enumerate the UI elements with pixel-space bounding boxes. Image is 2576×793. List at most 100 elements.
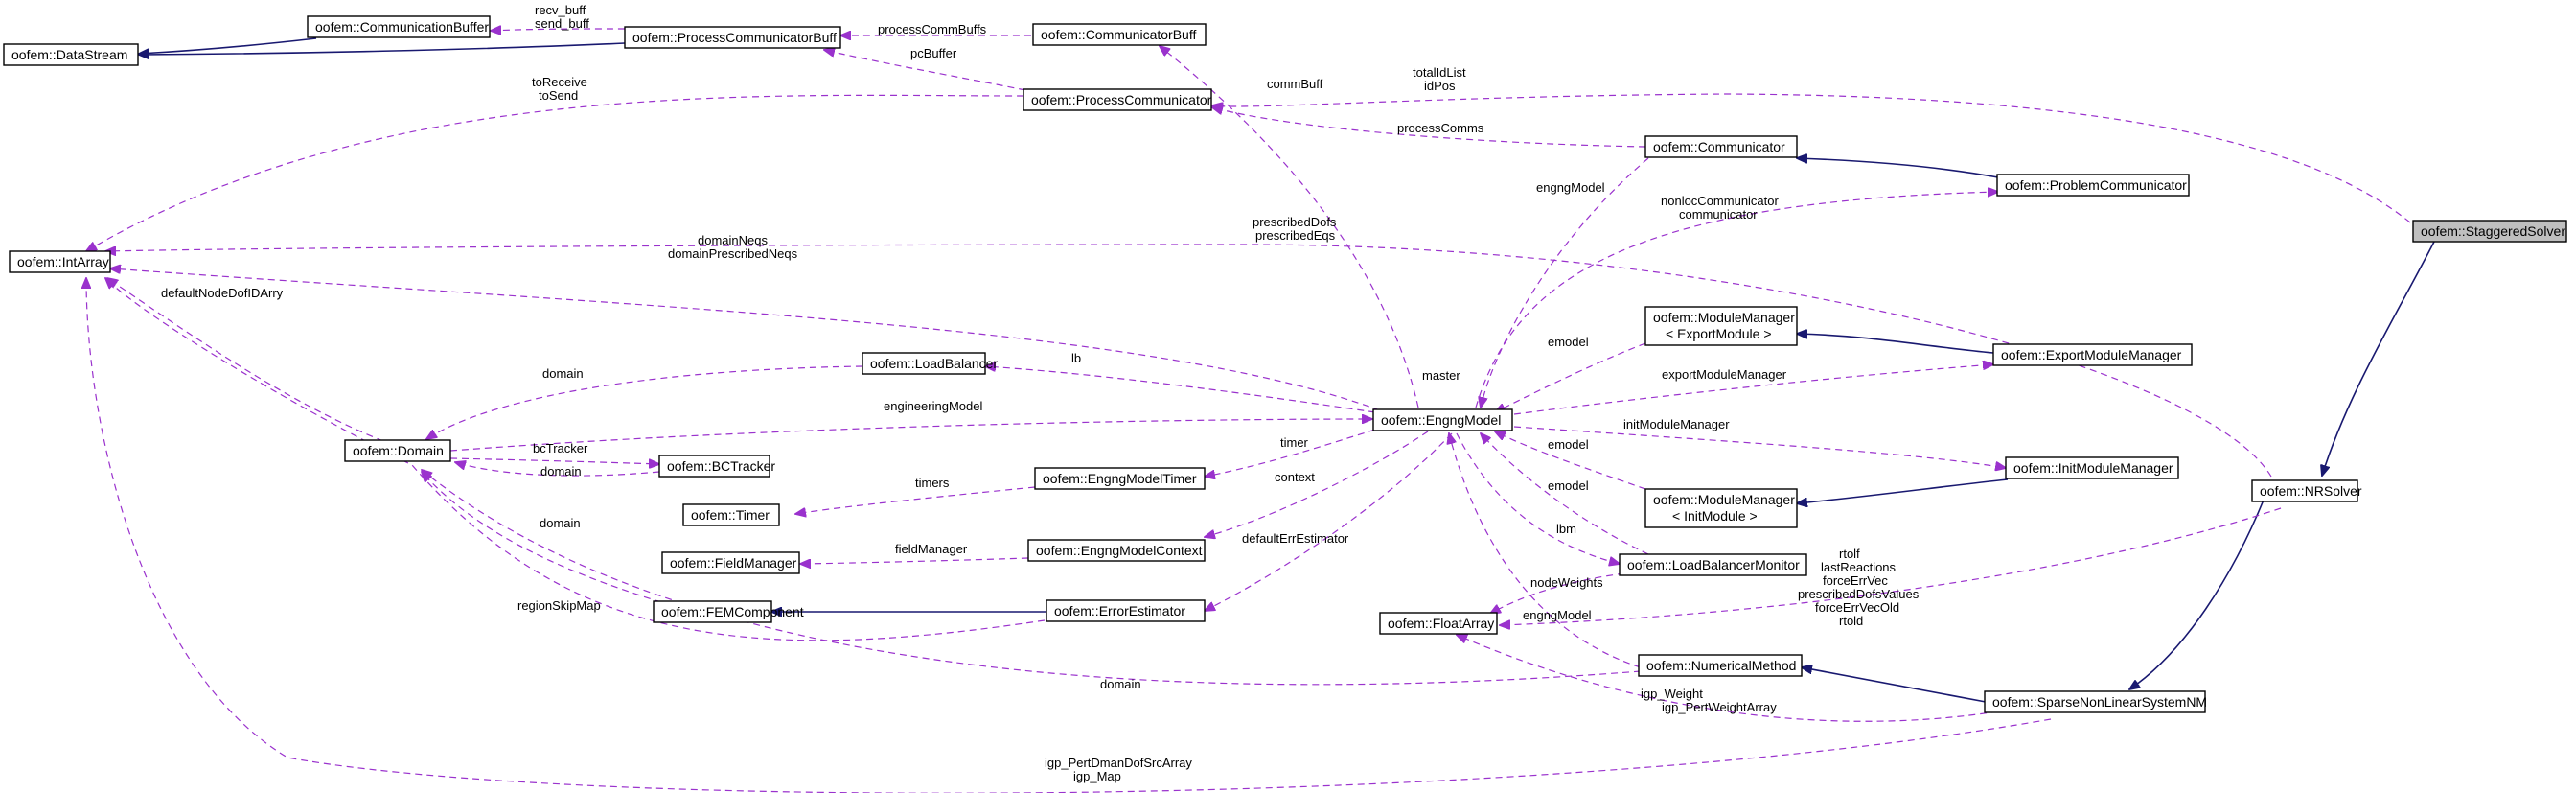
edge-use-totalidlist <box>1212 93 2411 223</box>
edge-use-emodel-export <box>1495 342 1646 412</box>
node-communicator-buff[interactable]: oofem::CommunicatorBuff <box>1032 23 1207 46</box>
label-node-weights: nodeWeights <box>1530 575 1603 590</box>
label-lb: lb <box>1071 351 1081 365</box>
node-engng-model-timer-label: oofem::EngngModelTimer <box>1043 471 1197 486</box>
label-igp-weight: igp_Weight <box>1641 687 1703 701</box>
node-int-array[interactable]: oofem::IntArray <box>9 250 111 273</box>
usage-edges <box>86 29 2411 793</box>
node-load-balancer-label: oofem::LoadBalancer <box>870 356 998 371</box>
node-domain[interactable]: oofem::Domain <box>344 439 451 462</box>
node-communication-buffer[interactable]: oofem::CommunicationBuffer <box>307 15 491 38</box>
node-module-manager-export-line2: < ExportModule > <box>1666 326 1772 341</box>
edge-use-communicationbuffer <box>491 29 626 31</box>
label-timers: timers <box>915 476 950 490</box>
node-communication-buffer-label: oofem::CommunicationBuffer <box>315 19 489 35</box>
label-igp-map: igp_Map <box>1073 769 1121 783</box>
edge-use-nodeweights <box>1490 572 1625 614</box>
node-engng-model[interactable]: oofem::EngngModel <box>1372 408 1513 431</box>
edge-exportmm-to-modulemanager <box>1797 334 1994 354</box>
label-master: master <box>1422 368 1460 383</box>
node-load-balancer[interactable]: oofem::LoadBalancer <box>862 352 998 375</box>
node-process-communicator-buff[interactable]: oofem::ProcessCommunicatorBuff <box>624 26 841 49</box>
edge-use-domain-nm <box>422 470 1642 686</box>
label-nonloc-communicator: nonlocCommunicator <box>1661 194 1780 208</box>
node-fem-component-label: oofem::FEMComponent <box>661 604 804 619</box>
node-communicator-buff-label: oofem::CommunicatorBuff <box>1041 27 1196 42</box>
node-fem-component[interactable]: oofem::FEMComponent <box>653 600 804 623</box>
node-module-manager-export[interactable]: oofem::ModuleManager < ExportModule > <box>1644 306 1798 346</box>
node-export-module-manager[interactable]: oofem::ExportModuleManager <box>1992 343 2193 366</box>
node-staggered-solver[interactable]: oofem::StaggeredSolver <box>2412 220 2567 243</box>
node-numerical-method[interactable]: oofem::NumericalMethod <box>1638 654 1803 677</box>
label-export-module-manager: exportModuleManager <box>1662 367 1787 382</box>
node-problem-communicator-label: oofem::ProblemCommunicator <box>2005 177 2187 193</box>
edge-use-toreceive <box>86 94 1024 251</box>
label-emodel-lbm: emodel <box>1548 478 1589 493</box>
label-igp-pert-dman: igp_PertDmanDofSrcArray <box>1045 756 1192 770</box>
label-prescribed-dofs-values: prescribedDofsValues <box>1798 587 1920 601</box>
node-error-estimator[interactable]: oofem::ErrorEstimator <box>1046 599 1206 622</box>
node-engng-model-timer[interactable]: oofem::EngngModelTimer <box>1034 467 1206 490</box>
node-float-array-label: oofem::FloatArray <box>1388 616 1494 631</box>
label-domain-prescribed-neqs: domainPrescribedNeqs <box>668 246 798 261</box>
label-domain-lb: domain <box>542 366 584 381</box>
label-field-manager: fieldManager <box>895 542 968 556</box>
node-load-balancer-monitor[interactable]: oofem::LoadBalancerMonitor <box>1619 553 1807 576</box>
edge-use-fieldmanager <box>800 557 1029 564</box>
label-region-skip-map: regionSkipMap <box>518 598 601 613</box>
edge-use-engngmodel-comm <box>1481 157 1649 408</box>
label-force-err-vec: forceErrVec <box>1823 573 1888 588</box>
edge-problemcomm-to-communicator <box>1797 158 1999 178</box>
edge-use-emodel-init <box>1495 431 1646 490</box>
node-data-stream[interactable]: oofem::DataStream <box>3 43 139 66</box>
label-rtold: rtold <box>1839 614 1863 628</box>
node-nr-solver[interactable]: oofem::NRSolver <box>2251 479 2362 502</box>
label-default-node-dof: defaultNodeDofIDArry <box>161 286 284 300</box>
label-rtolf: rtolf <box>1839 547 1860 561</box>
label-process-comm-buffs: processCommBuffs <box>878 22 987 36</box>
node-int-array-label: oofem::IntArray <box>17 254 109 269</box>
node-float-array[interactable]: oofem::FloatArray <box>1379 612 1498 635</box>
label-engng-model-nm: engngModel <box>1523 608 1592 622</box>
edge-staggeredsolver-to-nrsolver <box>2322 241 2435 476</box>
label-send-buff: send_buff <box>535 16 589 31</box>
node-error-estimator-label: oofem::ErrorEstimator <box>1054 603 1185 618</box>
edge-use-nonloccommunicator <box>1475 192 1998 408</box>
edge-use-igpweight <box>1457 635 1999 722</box>
node-nr-solver-label: oofem::NRSolver <box>2260 483 2362 499</box>
node-module-manager-init-line1: oofem::ModuleManager <box>1653 492 1795 507</box>
node-init-module-manager[interactable]: oofem::InitModuleManager <box>2005 456 2179 479</box>
label-context: context <box>1275 470 1315 484</box>
edge-use-lbm <box>1456 432 1620 564</box>
node-module-manager-init[interactable]: oofem::ModuleManager < InitModule > <box>1644 488 1798 528</box>
label-timer: timer <box>1280 435 1309 450</box>
label-to-send: toSend <box>539 88 578 103</box>
edge-use-defaulterrestimator <box>1205 432 1453 611</box>
node-communicator[interactable]: oofem::Communicator <box>1644 135 1798 158</box>
node-timer[interactable]: oofem::Timer <box>682 503 780 526</box>
node-field-manager-label: oofem::FieldManager <box>670 555 797 571</box>
node-data-stream-label: oofem::DataStream <box>12 47 127 62</box>
node-problem-communicator[interactable]: oofem::ProblemCommunicator <box>1996 174 2190 197</box>
edge-sparsenonlinear-to-numericalmethod <box>1802 667 1987 703</box>
label-id-pos: idPos <box>1424 79 1456 93</box>
label-force-err-vec-old: forceErrVecOld <box>1815 600 1899 615</box>
label-lbm: lbm <box>1556 522 1576 536</box>
node-process-communicator[interactable]: oofem::ProcessCommunicator <box>1023 88 1212 111</box>
node-bc-tracker-label: oofem::BCTracker <box>667 458 775 474</box>
edge-use-bctracker <box>449 457 659 464</box>
label-prescribed-eqs: prescribedEqs <box>1255 228 1336 243</box>
label-recv-buff: recv_buff <box>535 3 586 17</box>
label-total-id-list: totalIdList <box>1413 65 1466 80</box>
node-field-manager[interactable]: oofem::FieldManager <box>661 551 800 574</box>
node-staggered-solver-label: oofem::StaggeredSolver <box>2421 223 2565 239</box>
nodes: oofem::StaggeredSolver oofem::NRSolver o… <box>3 15 2567 713</box>
node-timer-label: oofem::Timer <box>691 507 770 523</box>
node-sparse-nonlinear-system-nm[interactable]: oofem::SparseNonLinearSystemNM <box>1984 690 2207 713</box>
edge-initmm-to-modulemanager <box>1797 478 2009 503</box>
node-engng-model-context[interactable]: oofem::EngngModelContext <box>1027 539 1206 562</box>
label-comm-buff: commBuff <box>1267 77 1323 91</box>
node-bc-tracker[interactable]: oofem::BCTracker <box>658 455 775 478</box>
node-init-module-manager-label: oofem::InitModuleManager <box>2013 460 2174 476</box>
